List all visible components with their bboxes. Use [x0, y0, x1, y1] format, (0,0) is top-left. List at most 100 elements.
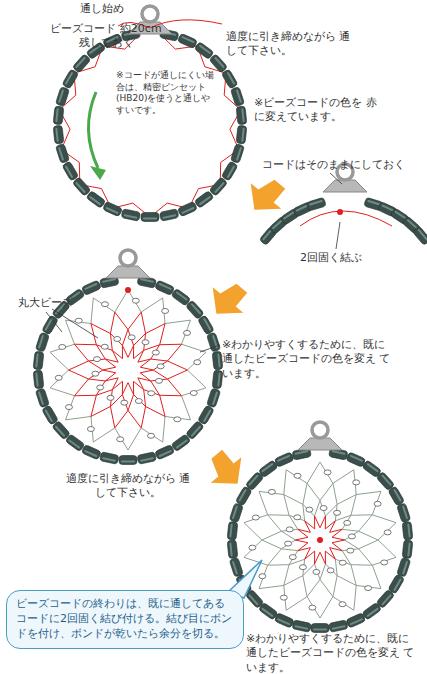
round-bead: [294, 473, 301, 478]
web-cord: [141, 312, 165, 333]
round-bead: [286, 527, 293, 532]
bead: [236, 125, 247, 144]
web-cord: [91, 406, 115, 427]
web-cord: [284, 576, 307, 597]
step-arrow: [199, 443, 253, 496]
bead: [346, 452, 366, 468]
web-cord: [307, 580, 333, 597]
web-cord: [69, 370, 89, 396]
web-cord: [335, 559, 351, 575]
note-label: ※コードが通しにくい場合は、精密ピンセット(HB20)を使うと通しやすいです。: [116, 70, 214, 117]
web-cord: [289, 504, 305, 520]
web-cord: [74, 395, 96, 416]
round-bead: [365, 586, 372, 591]
bead-shine: [121, 461, 135, 463]
bead: [171, 434, 191, 452]
bead: [141, 213, 159, 222]
round-bead: [157, 364, 164, 369]
bead-shine: [181, 36, 195, 44]
step-arrow: [239, 169, 293, 222]
bead: [194, 190, 214, 208]
step-arrow: [201, 273, 255, 326]
bead-shine: [158, 450, 172, 458]
web-cord: [295, 540, 308, 551]
round-bead: [280, 595, 287, 600]
bead: [86, 190, 106, 208]
round-bead: [249, 545, 256, 550]
bead-shine: [75, 57, 86, 69]
note-label: 通し始め: [80, 2, 150, 16]
bead: [198, 315, 215, 335]
round-bead: [294, 515, 301, 520]
round-bead: [381, 560, 388, 565]
web-cord: [69, 344, 89, 370]
web-cord: [89, 361, 103, 379]
round-bead: [128, 335, 135, 340]
web-cord: [359, 540, 378, 565]
bead: [362, 602, 382, 620]
bead-shine: [236, 89, 242, 103]
clasp: [298, 438, 342, 450]
bead-shine: [261, 463, 274, 473]
bead: [212, 370, 223, 389]
web-cord: [160, 395, 182, 416]
bead-shine: [84, 283, 98, 291]
note-label: ビーズコード 約20cm残しておく: [50, 22, 162, 51]
note-label: ※わかりやすくするために、既に 通したビーズコードの色を変え ています。: [222, 338, 394, 381]
bead: [274, 452, 294, 468]
bead-shine: [140, 278, 154, 283]
bead: [402, 521, 413, 540]
bead-shine: [55, 108, 58, 122]
bead: [227, 521, 238, 540]
bead-shine: [105, 207, 119, 215]
bead-shine: [203, 409, 212, 422]
bead-shine: [402, 561, 408, 575]
bead: [198, 405, 215, 425]
jump-ring: [142, 6, 158, 22]
bead-shine: [158, 283, 172, 291]
bead: [221, 161, 238, 181]
leader-line: [330, 173, 342, 184]
bead-shine: [75, 182, 86, 194]
bead-shine: [366, 463, 379, 473]
bead-shine: [68, 439, 81, 449]
round-bead: [142, 340, 149, 345]
bead: [227, 540, 238, 559]
web-cord: [262, 540, 281, 565]
bead: [33, 370, 44, 389]
bead: [329, 620, 348, 633]
bead-shine: [191, 425, 202, 437]
bead: [230, 143, 244, 163]
web-cord: [351, 565, 372, 586]
note-label: 2回固く結ぶ: [300, 251, 390, 265]
bead: [311, 624, 329, 633]
bead-shine: [313, 629, 327, 631]
bead: [35, 332, 49, 352]
knot: [337, 209, 343, 215]
web-cord: [286, 597, 320, 618]
round-bead: [174, 417, 181, 422]
web-cord: [140, 359, 153, 370]
round-bead: [93, 357, 100, 362]
bead-shine: [199, 196, 212, 206]
knot: [317, 537, 323, 543]
bead: [397, 557, 411, 577]
bead-shine: [38, 335, 44, 349]
round-bead: [344, 520, 351, 525]
web-cord: [284, 483, 307, 504]
bead: [55, 87, 69, 107]
note-label: コードはそのままにしておく: [262, 158, 422, 172]
round-bead: [353, 480, 360, 485]
bead-shine: [407, 542, 410, 556]
bead-shine: [176, 439, 189, 449]
bead: [186, 421, 205, 440]
web-cord: [330, 548, 343, 560]
bead: [121, 209, 140, 222]
bead: [62, 69, 79, 89]
bead-shine: [124, 214, 138, 219]
bead: [292, 620, 311, 633]
leader-line: [336, 222, 340, 249]
bead: [274, 613, 294, 629]
web-cord: [298, 521, 311, 533]
bead: [137, 452, 156, 465]
